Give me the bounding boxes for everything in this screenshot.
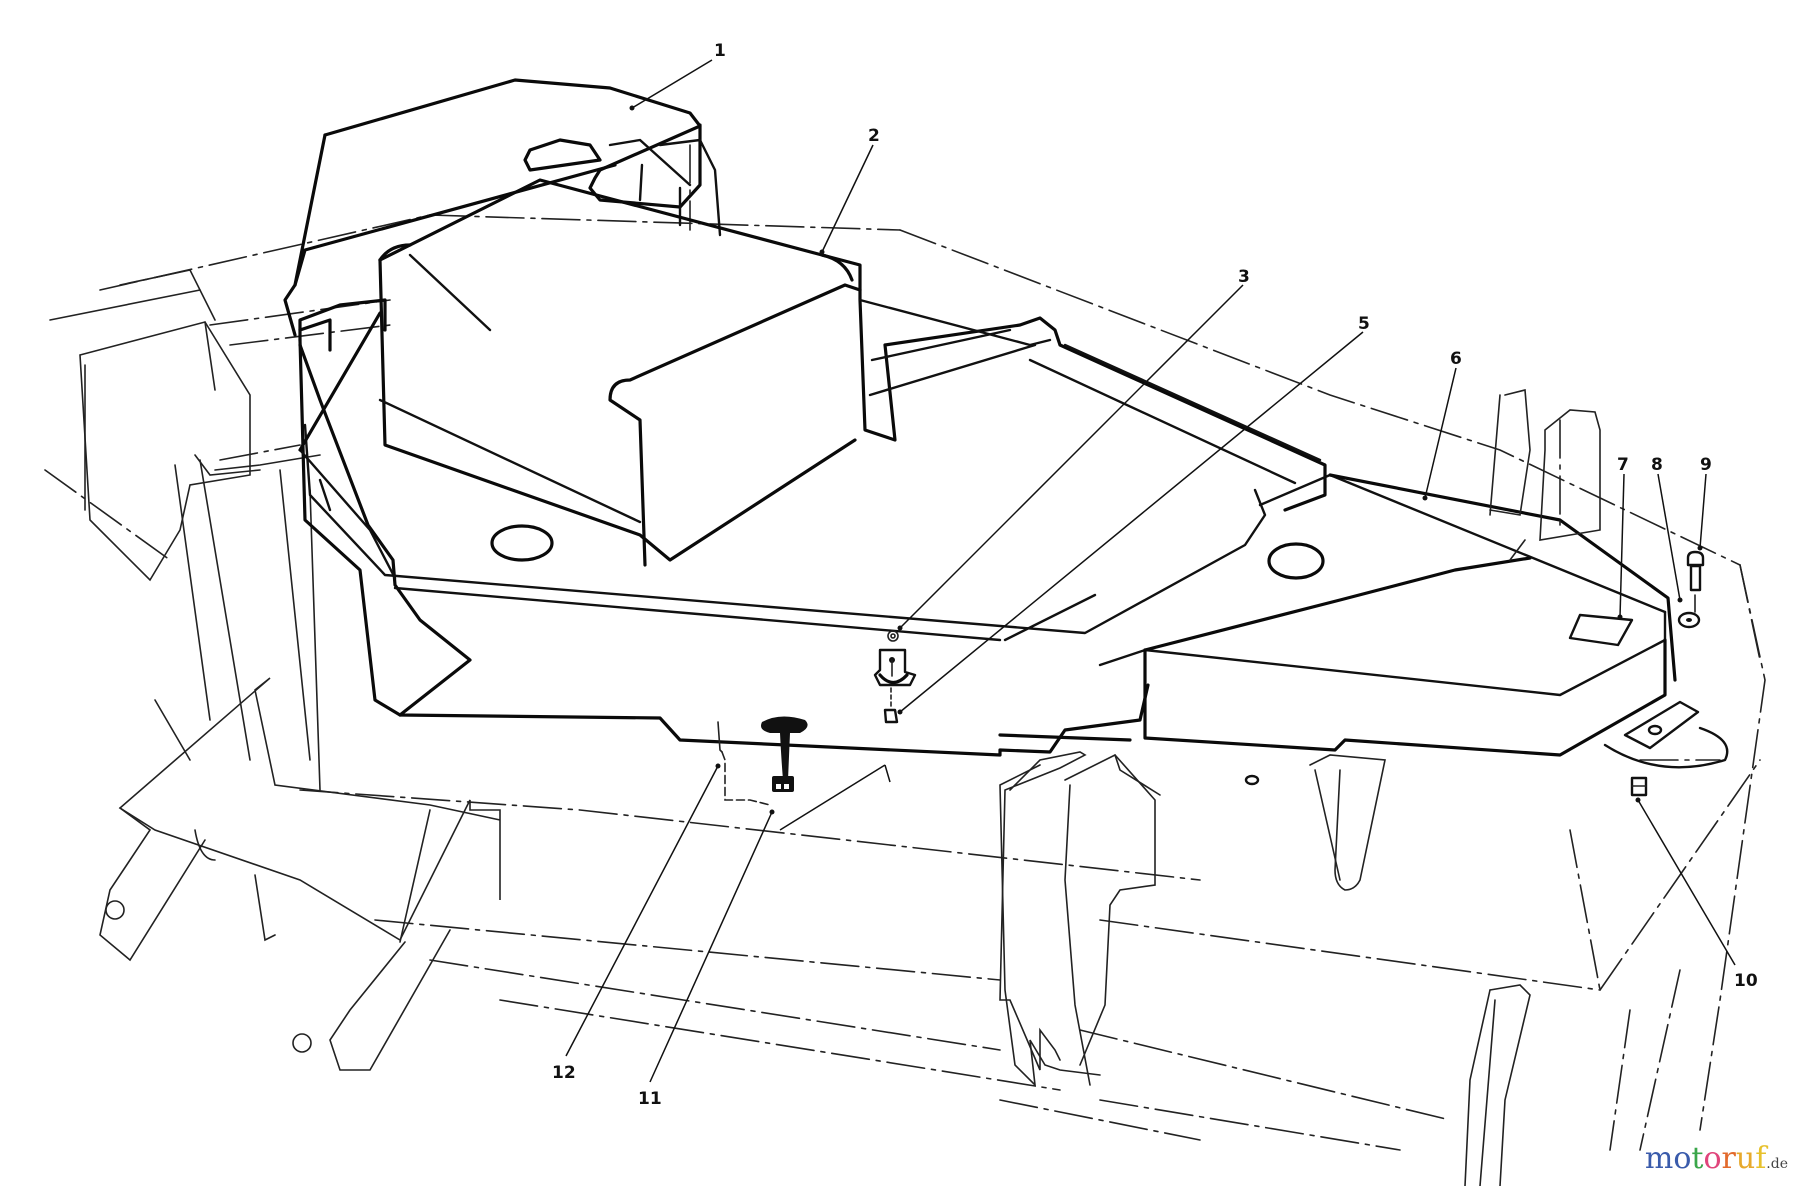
front-center-baffles <box>999 751 1531 1186</box>
discharge-chute-deflector <box>283 78 722 337</box>
left-rear-baffle <box>79 321 251 582</box>
leader-lines <box>565 59 1736 1083</box>
callout-10: 10 <box>1734 971 1758 991</box>
callout-12: 12 <box>552 1063 576 1083</box>
callout-5: 5 <box>1358 314 1370 334</box>
callout-6: 6 <box>1450 349 1462 369</box>
watermark-logo: motoruf.de <box>1645 1141 1788 1176</box>
bolt-item-9 <box>1686 550 1705 613</box>
washer-item-3 <box>887 630 899 642</box>
callout-2: 2 <box>868 126 880 146</box>
watermark-letter: f <box>1755 1141 1767 1176</box>
callout-9: 9 <box>1700 455 1712 475</box>
pin-item-12 <box>717 721 771 806</box>
deck-cover-plate <box>298 311 1729 786</box>
nut-item-10 <box>1630 776 1648 797</box>
watermark-letter: o <box>1703 1141 1722 1176</box>
clip-item-4 <box>873 648 917 687</box>
belt-cover-housing <box>378 178 1327 567</box>
watermark-letter: m <box>1644 1141 1674 1176</box>
watermark-letter: t <box>1691 1141 1704 1176</box>
callout-3: 3 <box>1238 267 1250 287</box>
watermark-letter: r <box>1721 1141 1736 1176</box>
callout-7: 7 <box>1617 455 1629 475</box>
screw-item-5 <box>883 687 899 724</box>
callout-8: 8 <box>1651 455 1663 475</box>
deck-skirt-left <box>154 459 321 791</box>
callout-labels: 1 2 3 5 6 7 8 9 10 11 12 <box>552 41 1758 1109</box>
callout-11: 11 <box>638 1089 662 1109</box>
watermark-letter: u <box>1735 1141 1756 1176</box>
deck-housing <box>298 298 1150 757</box>
washer-item-8 <box>1677 611 1701 629</box>
watermark-letter: o <box>1673 1141 1692 1176</box>
right-rear-baffles <box>1489 388 1601 561</box>
mower-deck-outline <box>44 214 1766 1151</box>
t-knob-item-11 <box>761 716 808 792</box>
hitch-bracket <box>99 677 501 1071</box>
callout-1: 1 <box>714 41 726 61</box>
watermark-suffix: .de <box>1766 1156 1788 1172</box>
